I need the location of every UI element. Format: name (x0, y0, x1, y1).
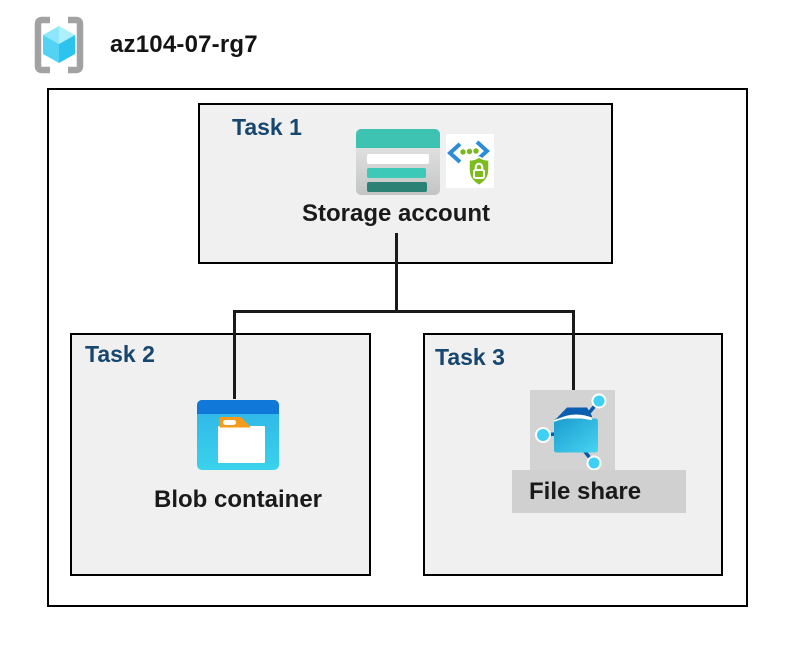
resource-group-icon (34, 16, 84, 74)
task2-box: Task 2 Blob container (70, 333, 371, 576)
secure-access-sas-icon (446, 134, 494, 188)
file-share-icon (535, 393, 607, 471)
blob-container-icon (197, 400, 279, 470)
task2-label: Task 2 (85, 341, 155, 367)
task1-label: Task 1 (232, 114, 302, 140)
task3-label: Task 3 (435, 344, 505, 370)
task1-box: Task 1 Storage account (198, 103, 613, 264)
connector-branch-horizontal (233, 310, 575, 313)
file-share-label-band: File share (512, 470, 686, 513)
storage-account-label: Storage account (301, 200, 491, 227)
file-share-label: File share (529, 478, 642, 505)
connector-to-blob-container (233, 310, 236, 399)
connector-storage-trunk (395, 233, 398, 313)
storage-account-icon (356, 129, 440, 195)
task3-box: Task 3 File share (423, 333, 723, 576)
resource-group-name: az104-07-rg7 (110, 31, 258, 58)
blob-container-label: Blob container (153, 486, 323, 513)
connector-to-file-share (572, 310, 575, 390)
file-share-icon-highlight (530, 390, 615, 471)
